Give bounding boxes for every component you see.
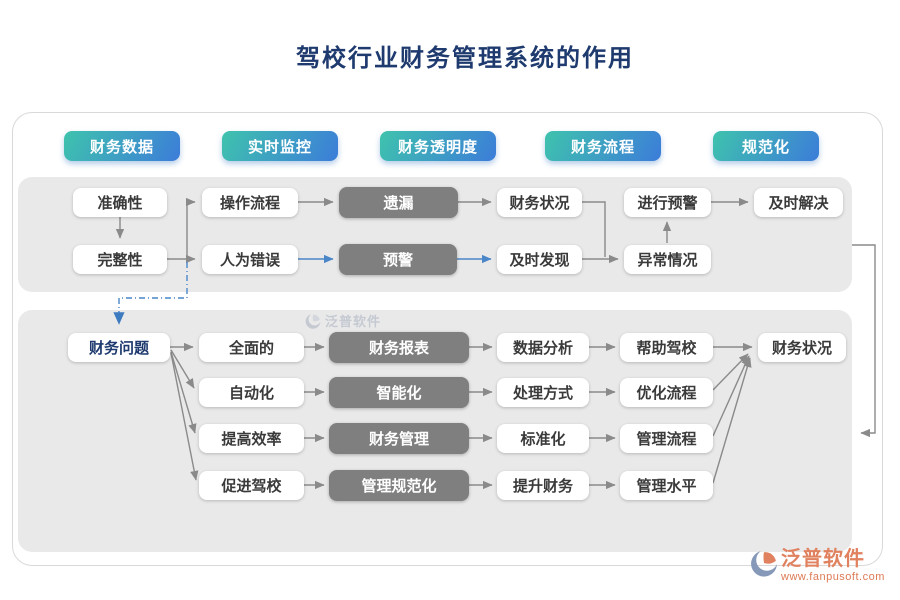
node-completeness: 完整性 xyxy=(73,245,167,274)
node-human-error: 人为错误 xyxy=(202,245,298,274)
node-timely-resolve: 及时解决 xyxy=(754,188,843,217)
pill-financial-data[interactable]: 财务数据 xyxy=(64,131,180,161)
node-management-level: 管理水平 xyxy=(620,471,713,500)
center-watermark-text: 泛普软件 xyxy=(325,314,382,329)
node-help-school: 帮助驾校 xyxy=(620,333,713,362)
node-accuracy: 准确性 xyxy=(73,188,167,217)
node-handling-method: 处理方式 xyxy=(497,378,589,407)
node-standardization: 标准化 xyxy=(497,424,589,453)
node-omission: 遗漏 xyxy=(339,187,458,218)
node-financial-status-bottom: 财务状况 xyxy=(758,333,846,362)
node-management-process: 管理流程 xyxy=(620,424,713,453)
pill-financial-transparency[interactable]: 财务透明度 xyxy=(380,131,496,161)
pill-standardization[interactable]: 规范化 xyxy=(713,131,819,161)
node-data-analysis: 数据分析 xyxy=(497,333,589,362)
fanpu-logo-icon xyxy=(305,313,321,329)
node-financial-report: 财务报表 xyxy=(329,332,469,363)
node-promote-school: 促进驾校 xyxy=(199,471,304,500)
pill-financial-process[interactable]: 财务流程 xyxy=(545,131,661,161)
node-intelligence: 智能化 xyxy=(329,377,469,408)
node-optimize-process: 优化流程 xyxy=(620,378,713,407)
node-operation-process: 操作流程 xyxy=(202,188,298,217)
pill-realtime-monitoring[interactable]: 实时监控 xyxy=(222,131,338,161)
node-abnormal-situation: 异常情况 xyxy=(624,245,711,274)
footer-watermark-brand: 泛普软件 xyxy=(781,548,865,570)
footer-watermark: 泛普软件 www.fanpusoft.com xyxy=(750,549,885,583)
node-financial-problem: 财务问题 xyxy=(68,333,170,362)
node-financial-status-top: 财务状况 xyxy=(497,188,582,217)
node-management-standardization: 管理规范化 xyxy=(329,470,469,501)
node-enhance-finance: 提升财务 xyxy=(497,471,589,500)
node-financial-management: 财务管理 xyxy=(329,423,469,454)
node-comprehensive: 全面的 xyxy=(199,333,304,362)
center-watermark: 泛普软件 xyxy=(305,311,381,330)
node-timely-discover: 及时发现 xyxy=(497,245,582,274)
node-automation: 自动化 xyxy=(199,378,304,407)
node-issue-warning: 进行预警 xyxy=(624,188,711,217)
footer-watermark-url: www.fanpusoft.com xyxy=(781,571,885,583)
page-title: 驾校行业财务管理系统的作用 xyxy=(296,46,634,72)
node-warning: 预警 xyxy=(339,244,457,275)
fanpu-logo-icon xyxy=(751,551,777,577)
node-improve-efficiency: 提高效率 xyxy=(199,424,304,453)
